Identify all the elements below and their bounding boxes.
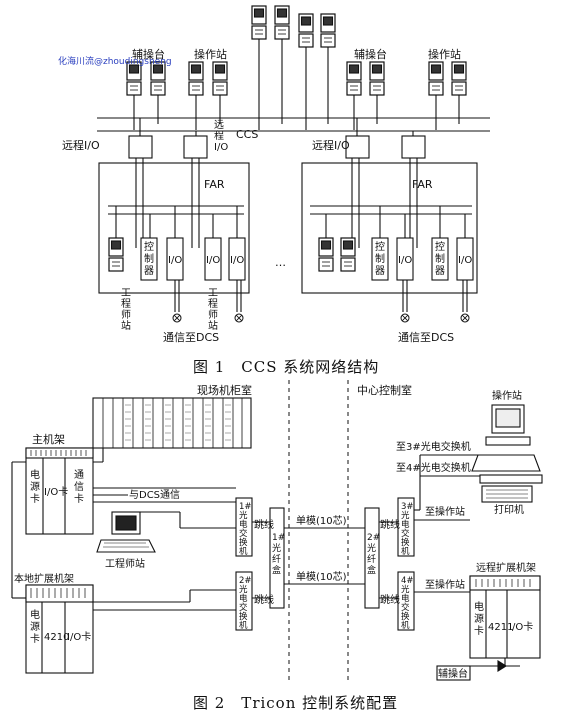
remote-io-center-box [183, 135, 208, 159]
watermark-text: 化海川流@zhoudingsheng [58, 55, 172, 67]
local-power-card-text: 电源卡 [30, 608, 40, 645]
far-left-box [98, 162, 250, 294]
remote-io-left-label: 远程I/O [62, 139, 100, 152]
jumper-left-a-text: 跳线 [254, 518, 274, 531]
operator-station-computer [471, 404, 543, 484]
switch1-text: 1#光电交换机 [239, 502, 252, 557]
figure2-labels: 现场机柜室 中心控制室 主机架 电源卡 I/O卡 通信卡 与DCS通信 工程师站… [14, 383, 536, 712]
remote-io-right-b-box [401, 135, 426, 159]
io-right-b-text: I/O [458, 255, 472, 266]
jumper-left-b-text: 跳线 [254, 593, 274, 606]
engineer-station-label: 工程师站 [105, 557, 145, 570]
engineer-station-left-b-text: 工程师站 [208, 288, 218, 332]
aux-console-left-label: 辅操台 [132, 47, 165, 61]
field-cabinet-room-label: 现场机柜室 [197, 383, 252, 397]
remote-io-left-box [128, 135, 153, 159]
figure2-network [11, 380, 543, 681]
top-terminal-group [251, 5, 336, 48]
io-left-b-text: I/O [206, 255, 220, 266]
comm-dcs-right-label: 通信至DCS [398, 331, 454, 344]
jumper-right-a-text: 跳线 [380, 518, 400, 531]
remote-rack-label: 远程扩展机架 [476, 561, 536, 574]
controller-right-a-text: 控制器 [375, 240, 385, 277]
figure2-caption: 图 2 Tricon 控制系统配置 [193, 694, 398, 712]
card-4210-text: 4210 [44, 632, 69, 643]
fiber-box2-text: 2#光纤盒 [367, 533, 380, 576]
figure1-network [97, 5, 490, 323]
far-right-box [301, 162, 478, 294]
remote-io-card-text: I/O卡 [509, 620, 533, 633]
main-comm-card-text: 通信卡 [74, 469, 84, 505]
operator-station-left-label: 操作站 [194, 47, 227, 61]
local-rack-label: 本地扩展机架 [14, 572, 74, 585]
figure1-labels: 化海川流@zhoudingsheng 辅操台 操作站 辅操台 操作站 CCS 远… [58, 47, 472, 376]
switch2-text: 2#光电交换机 [239, 576, 252, 631]
figure1-caption: 图 1 CCS 系统网络结构 [193, 358, 379, 376]
controller-right-b-text: 控制器 [435, 240, 445, 277]
to-operator-station-a-text: 至操作站 [425, 505, 465, 518]
io-right-a-text: I/O [398, 255, 412, 266]
main-rack-label: 主机架 [32, 432, 65, 446]
main-io-card-text: I/O卡 [44, 485, 68, 498]
ellipsis-label: … [275, 256, 286, 269]
field-cabinet [92, 397, 252, 449]
switch3-text: 3#光电交换机 [401, 502, 414, 557]
aux-console-right-label: 辅操台 [354, 47, 387, 61]
far-left-label: FAR [204, 178, 225, 191]
local-io-card-text: I/O卡 [67, 630, 91, 643]
printer-device [481, 485, 533, 503]
card-4211-text: 4211 [488, 622, 513, 633]
operator-station-right-label: 操作站 [428, 47, 461, 61]
to-operator-station-b-text: 至操作站 [425, 578, 465, 591]
operator-station-label: 操作站 [492, 389, 522, 402]
controller-left-text: 控制器 [144, 240, 154, 277]
io-left-c-text: I/O [230, 255, 244, 266]
right-station-terminals [346, 61, 467, 96]
single-mode-a-text: 单模(10芯) [296, 514, 347, 527]
engineer-station-left-a-text: 工程师站 [121, 288, 131, 332]
switch4-text: 4#光电交换机 [401, 576, 414, 631]
fiber-box1-text: 1#光纤盒 [272, 533, 285, 576]
main-rack [25, 447, 94, 535]
central-control-room-label: 中心控制室 [357, 383, 412, 397]
io-left-a-text: I/O [168, 255, 182, 266]
jumper-right-b-text: 跳线 [380, 593, 400, 606]
main-power-card-text: 电源卡 [30, 468, 40, 505]
engineer-computer [96, 511, 156, 553]
comm-dcs-left-label: 通信至DCS [163, 331, 219, 344]
remote-power-card-text: 电源卡 [474, 600, 484, 637]
printer-label: 打印机 [494, 503, 524, 516]
to-switch4-label: 至4#光电交换机 [396, 461, 471, 474]
far-right-label: FAR [412, 178, 433, 191]
single-mode-b-text: 单模(10芯) [296, 570, 347, 583]
remote-io-right-label: 远程I/O [312, 139, 350, 152]
dcs-comm-label: 与DCS通信 [129, 489, 180, 501]
aux-console-label: 辅操台 [438, 667, 468, 680]
to-switch3-label: 至3#光电交换机 [396, 440, 471, 453]
ccs-label: CCS [236, 128, 258, 141]
